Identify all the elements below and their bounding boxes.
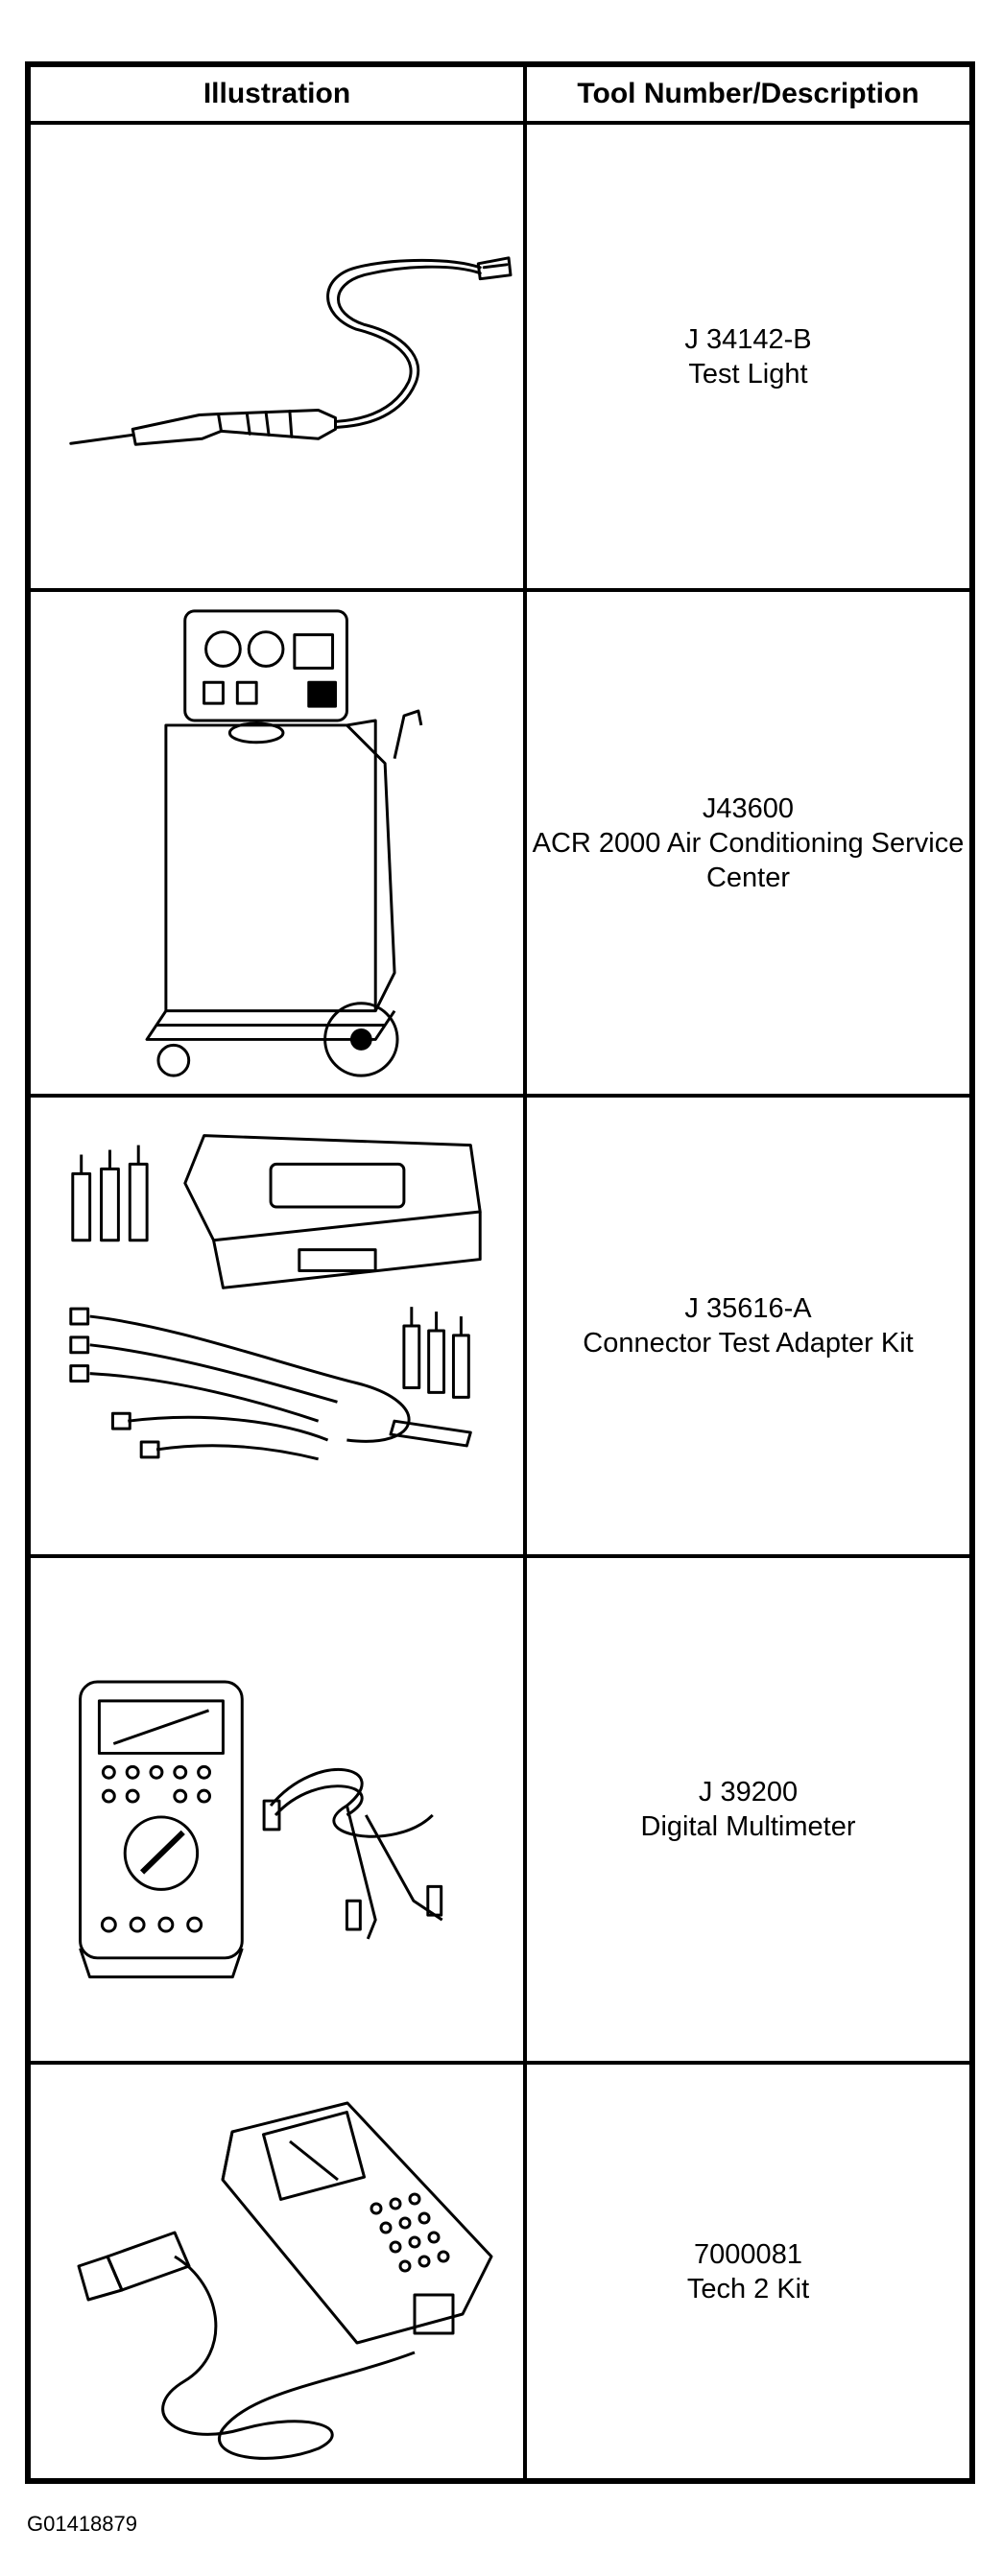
tool-number: J43600 bbox=[702, 792, 795, 824]
tool-name: Connector Test Adapter Kit bbox=[583, 1328, 914, 1359]
tool-description-cell: J 39200 Digital Multimeter bbox=[527, 1558, 969, 2061]
tool-description-cell: J 35616-A Connector Test Adapter Kit bbox=[527, 1098, 969, 1554]
table-row: 7000081 Tech 2 Kit bbox=[31, 2065, 969, 2478]
tool-description-cell: 7000081 Tech 2 Kit bbox=[527, 2065, 969, 2478]
table-row: J 35616-A Connector Test Adapter Kit bbox=[31, 1098, 969, 1558]
tool-name: Digital Multimeter bbox=[640, 1811, 856, 1842]
illustration-cell bbox=[31, 125, 523, 588]
tool-name: Test Light bbox=[688, 358, 808, 390]
test-light-icon bbox=[69, 256, 513, 446]
column-divider bbox=[523, 67, 527, 2478]
table-row: J43600 ACR 2000 Air Conditioning Service… bbox=[31, 592, 969, 1098]
tool-name: Tech 2 Kit bbox=[686, 2273, 810, 2304]
illustration-cell bbox=[31, 592, 523, 1094]
tool-number: J 34142-B bbox=[684, 323, 812, 355]
tool-number: J 35616-A bbox=[684, 1293, 812, 1324]
header-tool-description: Tool Number/Description bbox=[577, 78, 919, 109]
tools-table: Illustration Tool Number/Description bbox=[25, 61, 975, 2484]
table-row: J 39200 Digital Multimeter bbox=[31, 1558, 969, 2065]
figure-code: G01418879 bbox=[27, 2512, 137, 2536]
table-row: J 34142-B Test Light bbox=[31, 125, 969, 592]
header-illustration: Illustration bbox=[203, 78, 351, 109]
ac-service-center-icon bbox=[145, 609, 423, 1077]
tool-description-cell: J 34142-B Test Light bbox=[527, 125, 969, 588]
tool-name: ACR 2000 Air Conditioning Service Center bbox=[532, 827, 965, 893]
illustration-cell bbox=[31, 1558, 523, 2061]
multimeter-icon bbox=[79, 1680, 443, 1979]
tool-description-cell: J43600 ACR 2000 Air Conditioning Service… bbox=[527, 592, 969, 1094]
illustration-cell bbox=[31, 2065, 523, 2478]
tool-number: 7000081 bbox=[694, 2238, 802, 2270]
tech2-scan-tool-icon bbox=[77, 2101, 493, 2460]
table-header: Illustration Tool Number/Description bbox=[31, 67, 969, 125]
tool-number: J 39200 bbox=[698, 1777, 799, 1808]
adapter-kit-icon bbox=[69, 1134, 482, 1461]
illustration-cell bbox=[31, 1098, 523, 1554]
